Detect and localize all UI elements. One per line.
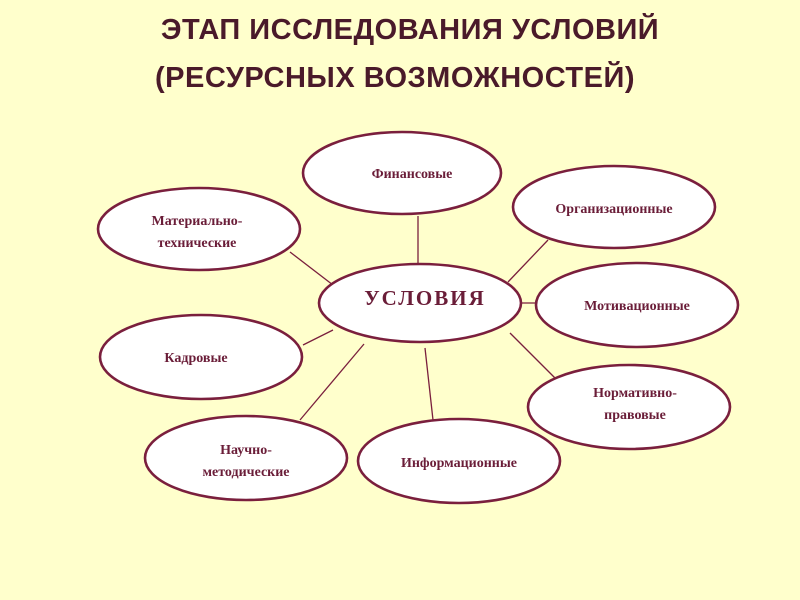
connector-personnel — [302, 329, 334, 346]
connector-informational — [424, 347, 434, 421]
node-scientific-methodological: Научно- методические — [143, 414, 349, 502]
node-scientific-label-line2: методические — [202, 465, 289, 480]
node-organizational-label: Организационные — [555, 202, 672, 217]
node-conditions-center: УСЛОВИЯ — [317, 262, 523, 344]
node-informational-label: Информационные — [401, 456, 517, 471]
connector-material — [289, 251, 334, 286]
node-legal-label-line2: правовые — [604, 408, 666, 423]
node-normative-legal: Нормативно- правовые — [526, 363, 732, 451]
page-title: ЭТАП ИССЛЕДОВАНИЯ УСЛОВИЙ — [160, 14, 660, 46]
connector-organizational — [507, 239, 549, 283]
node-financial: Финансовые — [301, 130, 503, 216]
node-personnel-label: Кадровые — [164, 351, 227, 366]
node-personnel: Кадровые — [98, 313, 304, 401]
center-label: УСЛОВИЯ — [364, 286, 486, 310]
page-subtitle: (РЕСУРСНЫХ ВОЗМОЖНОСТЕЙ) — [154, 62, 635, 94]
node-material-label-line2: технические — [158, 236, 237, 251]
node-financial-label: Финансовые — [372, 167, 453, 182]
connector-scientific — [299, 343, 365, 421]
node-informational: Информационные — [356, 417, 562, 505]
node-material-technical: Материально- технические — [96, 186, 302, 272]
node-organizational: Организационные — [511, 164, 717, 250]
node-legal-label-line1: Нормативно- — [593, 386, 677, 401]
node-motivational: Мотивационные — [534, 261, 740, 349]
node-material-label-line1: Материально- — [152, 214, 243, 229]
node-motivational-label: Мотивационные — [584, 299, 690, 314]
connector-legal — [509, 332, 556, 379]
node-scientific-label-line1: Научно- — [220, 443, 272, 458]
